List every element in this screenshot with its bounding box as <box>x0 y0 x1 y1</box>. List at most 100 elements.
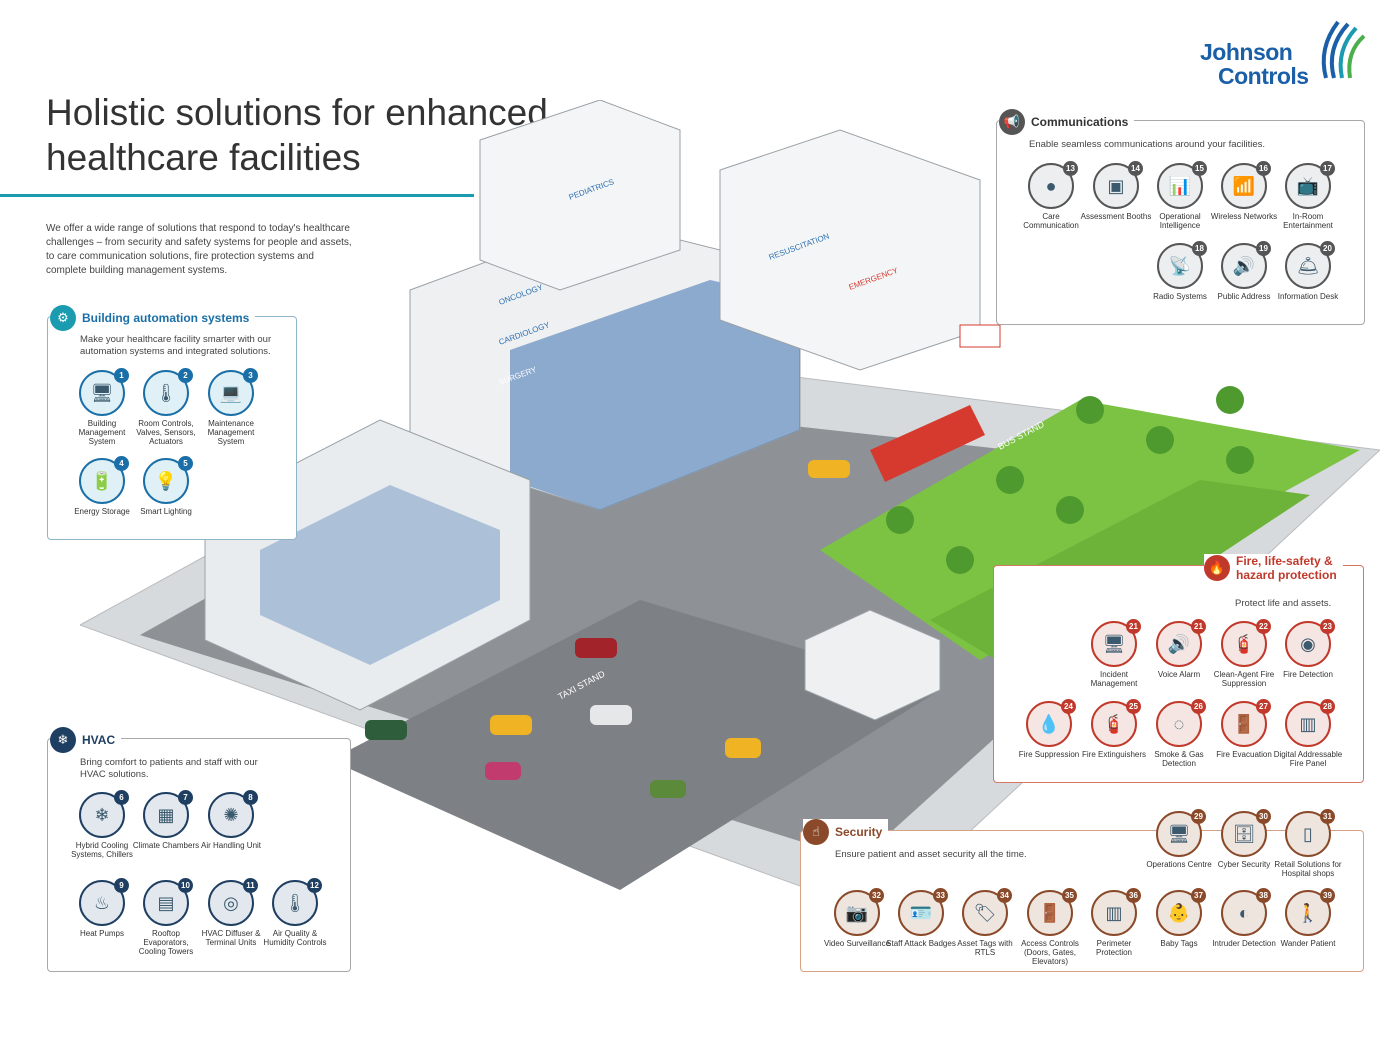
camera-icon: 📷32 <box>834 888 884 936</box>
fire-panel-icon: ▥28 <box>1285 699 1335 747</box>
hvac-subtitle: Bring comfort to patients and staff with… <box>80 757 258 780</box>
item-label: Fire Detection <box>1283 670 1333 679</box>
tag-icon: 🏷34 <box>962 888 1012 936</box>
main-hospital-block <box>409 100 981 511</box>
item-label: Wander Patient <box>1280 939 1336 948</box>
bas-header: ⚙ Building automation systems <box>50 305 256 331</box>
tv-icon: 📺17 <box>1285 161 1335 209</box>
item-number-badge: 29 <box>1191 809 1206 824</box>
badge-icon: 🪪33 <box>898 888 948 936</box>
item-label: Access Controls (Doors, Gates, Elevators… <box>1021 939 1079 966</box>
comms-header: 📢 Communications <box>999 109 1135 135</box>
item-label: Staff Attack Badges <box>886 939 956 948</box>
extinguisher-icon: 🧯25 <box>1091 699 1141 747</box>
item-label: Asset Tags with RTLS <box>957 939 1013 957</box>
security-subtitle: Ensure patient and asset security all th… <box>835 849 1027 860</box>
item-label: Public Address <box>1217 292 1271 301</box>
speaker-icon: 🔊21 <box>1156 619 1206 667</box>
item-label: Air Quality & Humidity Controls <box>263 929 327 947</box>
item-number-badge: 12 <box>307 878 322 893</box>
lamp-icon: 💡5 <box>143 456 193 504</box>
item-label: Smart Lighting <box>140 507 192 516</box>
sensor-icon: 🌡2 <box>143 368 193 416</box>
item-number-badge: 10 <box>178 878 193 893</box>
patient-icon: 🚶39 <box>1285 888 1335 936</box>
item-number-badge: 6 <box>114 790 129 805</box>
bas-subtitle: Make your healthcare facility smarter wi… <box>80 334 272 357</box>
item-number-badge: 4 <box>114 456 129 471</box>
item-label: Energy Storage <box>74 507 130 516</box>
diffuser-icon: ◎11 <box>208 878 258 926</box>
logo-mark-icon <box>1321 20 1366 79</box>
item-label: Assessment Booths <box>1080 212 1152 221</box>
wifi-icon: 📶16 <box>1221 161 1271 209</box>
item-label: Cyber Security <box>1217 860 1271 869</box>
fingerprint-icon: ☝ <box>803 819 829 845</box>
item-number-badge: 1 <box>114 368 129 383</box>
cylinder-icon: 🧯22 <box>1221 619 1271 667</box>
fence-icon: ▥36 <box>1091 888 1141 936</box>
item-number-badge: 23 <box>1320 619 1335 634</box>
item-label: Digital Addressable Fire Panel <box>1273 750 1343 768</box>
item-label: Room Controls, Valves, Sensors, Actuator… <box>136 419 196 446</box>
motion-sensor-icon: ◐38 <box>1221 888 1271 936</box>
laptop-icon: 💻3 <box>208 368 258 416</box>
item-number-badge: 15 <box>1192 161 1207 176</box>
item-number-badge: 38 <box>1256 888 1271 903</box>
item-label: Rooftop Evaporators, Cooling Towers <box>138 929 194 956</box>
monitor-icon: 🖥1 <box>79 368 129 416</box>
logo-line-2: Controls <box>1218 63 1309 89</box>
security-title: Security <box>835 825 883 839</box>
item-label: Baby Tags <box>1160 939 1198 948</box>
item-number-badge: 17 <box>1320 161 1335 176</box>
item-label: Fire Extinguishers <box>1081 750 1147 759</box>
item-number-badge: 14 <box>1128 161 1143 176</box>
item-number-badge: 16 <box>1256 161 1271 176</box>
thermostat-icon: 🌡12 <box>272 878 322 926</box>
chiller-icon: ❄6 <box>79 790 129 838</box>
comms-subtitle: Enable seamless communications around yo… <box>1029 139 1266 150</box>
title-line-1: Holistic solutions for enhanced <box>46 92 548 133</box>
item-label: Operational Intelligence <box>1159 212 1201 230</box>
fire-title-line-2: hazard protection <box>1236 568 1337 582</box>
item-label: Building Management System <box>78 419 126 446</box>
megaphone-icon: 📢 <box>999 109 1025 135</box>
item-number-badge: 21 <box>1126 619 1141 634</box>
item-number-badge: 13 <box>1063 161 1078 176</box>
item-number-badge: 34 <box>997 888 1012 903</box>
item-number-badge: 36 <box>1126 888 1141 903</box>
item-number-badge: 26 <box>1191 699 1206 714</box>
item-number-badge: 7 <box>178 790 193 805</box>
bus <box>870 405 985 482</box>
fire-title-line-1: Fire, life-safety & <box>1236 554 1333 568</box>
fire-title: Fire, life-safety & hazard protection <box>1236 554 1337 582</box>
bas-title: Building automation systems <box>82 311 250 325</box>
item-label: In-Room Entertainment <box>1283 212 1333 230</box>
title-rule <box>0 194 474 197</box>
item-number-badge: 21 <box>1191 619 1206 634</box>
intro-text: We offer a wide range of solutions that … <box>46 223 352 276</box>
item-label: Intruder Detection <box>1212 939 1276 948</box>
item-label: Care Communication <box>1023 212 1079 230</box>
snowflake-icon: ❄ <box>50 727 76 753</box>
page-title: Holistic solutions for enhanced healthca… <box>46 90 566 180</box>
item-label: Maintenance Management System <box>207 419 255 446</box>
gear-icon: ⚙ <box>50 305 76 331</box>
heat-pump-icon: ♨9 <box>79 878 129 926</box>
